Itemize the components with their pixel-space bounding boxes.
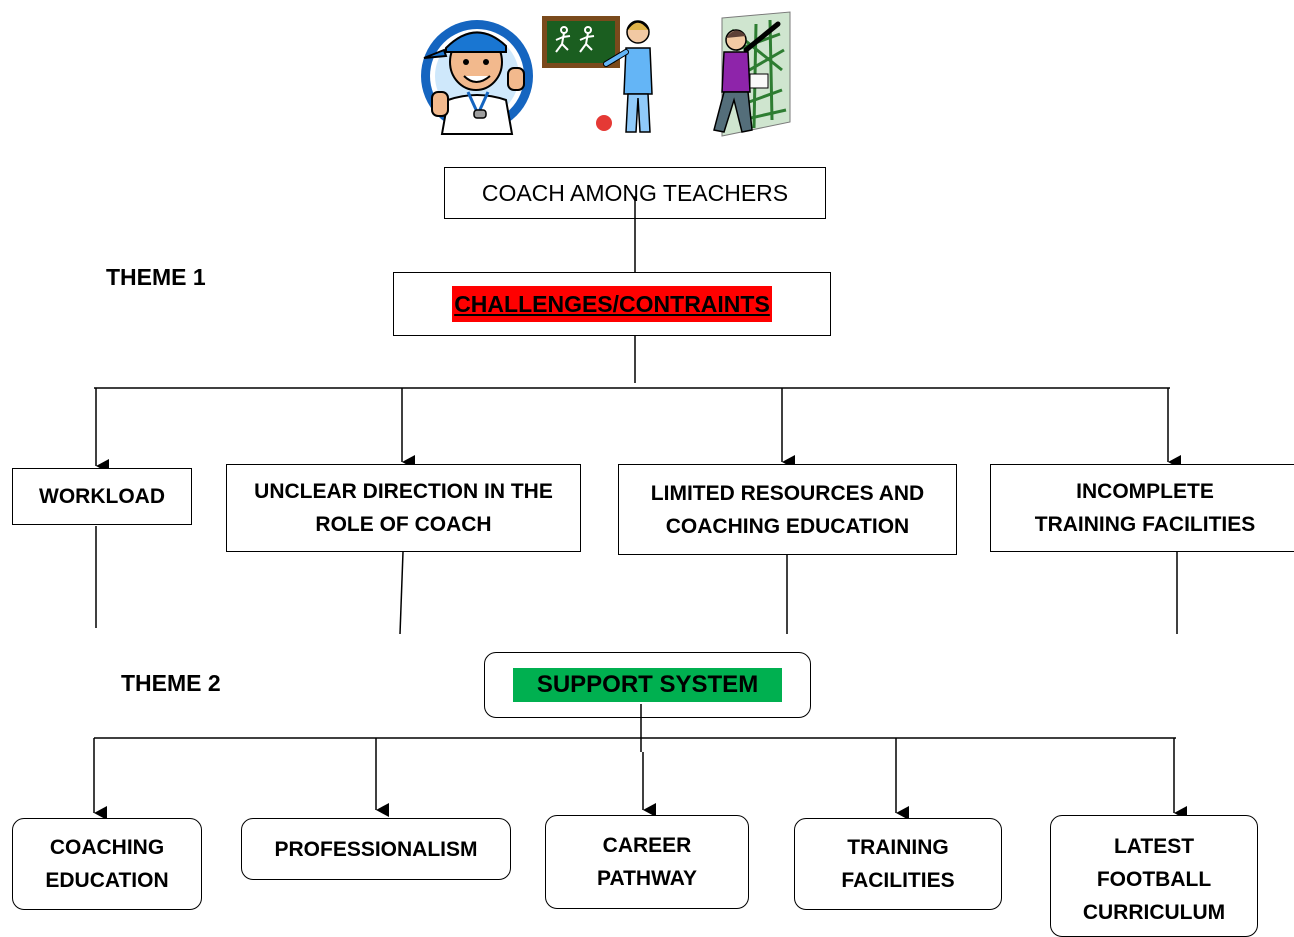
challenge-workload-box: WORKLOAD xyxy=(12,468,192,525)
root-box: COACH AMONG TEACHERS xyxy=(444,167,826,219)
theme-2-box: SUPPORT SYSTEM xyxy=(484,652,811,718)
support-training-facilities-box: TRAINING FACILITIES xyxy=(794,818,1002,910)
challenge-unclear-direction-box: UNCLEAR DIRECTION IN THE ROLE OF COACH xyxy=(226,464,581,552)
challenge-incomplete-facilities-box: INCOMPLETE TRAINING FACILITIES xyxy=(990,464,1294,552)
challenge-label: UNCLEAR DIRECTION IN THE ROLE OF COACH xyxy=(254,480,553,536)
teacher-pointing-icon xyxy=(713,11,791,137)
support-label: CAREER PATHWAY xyxy=(597,834,697,890)
support-label: LATEST FOOTBALL CURRICULUM xyxy=(1082,835,1226,924)
theme-1-label: THEME 1 xyxy=(106,264,206,290)
support-coaching-education-box: COACHING EDUCATION xyxy=(12,818,202,910)
theme-1-box: CHALLENGES/CONTRAINTS xyxy=(393,272,831,336)
challenge-label: LIMITED RESOURCES AND COACHING EDUCATION xyxy=(650,481,925,538)
support-latest-curriculum-box: LATEST FOOTBALL CURRICULUM xyxy=(1050,815,1258,937)
challenge-label: WORKLOAD xyxy=(39,485,165,508)
root-label: COACH AMONG TEACHERS xyxy=(481,179,789,206)
theme-2-label: THEME 2 xyxy=(121,670,221,696)
support-professionalism-box: PROFESSIONALISM xyxy=(241,818,511,880)
coach-whistle-icon xyxy=(421,20,533,135)
theme-2-title: SUPPORT SYSTEM xyxy=(512,668,783,702)
teacher-chalkboard-icon xyxy=(542,16,653,133)
theme-1-title: CHALLENGES/CONTRAINTS xyxy=(452,286,772,322)
challenge-limited-resources-box: LIMITED RESOURCES AND COACHING EDUCATION xyxy=(618,464,957,555)
support-label: PROFESSIONALISM xyxy=(274,837,478,861)
support-label: TRAINING FACILITIES xyxy=(841,836,955,892)
support-label: COACHING EDUCATION xyxy=(45,836,169,892)
challenge-label: INCOMPLETE TRAINING FACILITIES xyxy=(1034,480,1256,536)
line-below-unclear-direction xyxy=(399,551,404,635)
support-career-pathway-box: CAREER PATHWAY xyxy=(545,815,749,909)
